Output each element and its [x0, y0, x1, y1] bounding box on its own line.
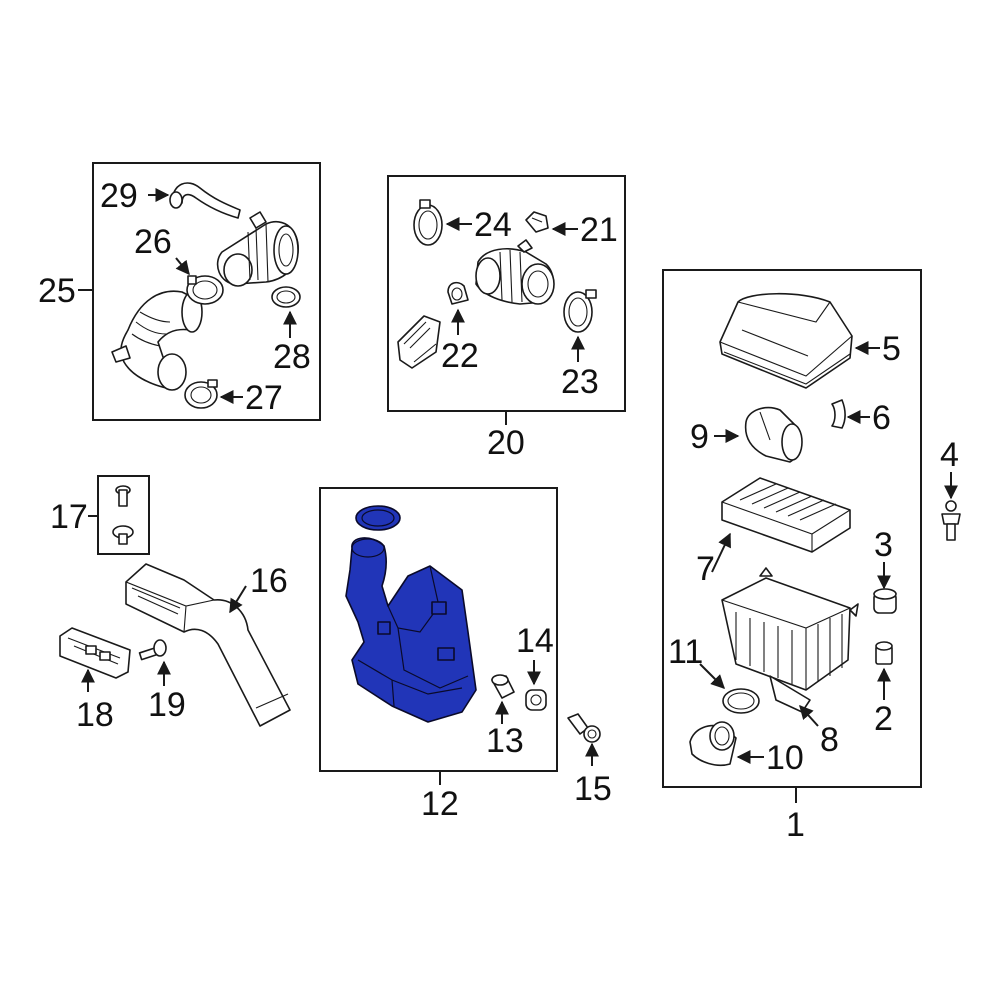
callout-9[interactable]: 9 — [690, 418, 709, 456]
part-17-bolt[interactable] — [115, 485, 131, 507]
part-27-clamp[interactable] — [184, 379, 218, 409]
part-21-clip[interactable] — [525, 211, 549, 233]
part-19-bolt[interactable] — [138, 639, 167, 661]
part-20-throttle-duct[interactable] — [475, 239, 555, 305]
callout-23[interactable]: 23 — [561, 363, 599, 401]
callout-14[interactable]: 14 — [516, 622, 554, 660]
part-4-push-clip[interactable] — [941, 500, 961, 541]
group-box-25 — [92, 162, 321, 421]
callout-7[interactable]: 7 — [696, 550, 715, 588]
callout-15[interactable]: 15 — [574, 770, 612, 808]
callout-8[interactable]: 8 — [820, 721, 839, 759]
part-22-gasket[interactable] — [447, 281, 469, 305]
callout-22[interactable]: 22 — [441, 337, 479, 375]
part-18-bracket[interactable] — [59, 627, 131, 679]
part-25-resonator[interactable] — [216, 211, 299, 287]
callout-20[interactable]: 20 — [487, 424, 525, 462]
callout-2[interactable]: 2 — [874, 700, 893, 738]
part-8-air-cleaner-case[interactable] — [721, 567, 859, 713]
part-14-mount[interactable] — [525, 689, 547, 711]
part-6-clip[interactable] — [831, 399, 846, 429]
callout-29[interactable]: 29 — [100, 177, 138, 215]
callout-1[interactable]: 1 — [786, 806, 805, 844]
callout-26[interactable]: 26 — [134, 223, 172, 261]
part-10-inlet-duct[interactable] — [689, 721, 737, 767]
part-9-airflow-sensor[interactable] — [744, 406, 803, 463]
callout-16[interactable]: 16 — [250, 562, 288, 600]
callout-10[interactable]: 10 — [766, 739, 804, 777]
callout-6[interactable]: 6 — [872, 399, 891, 437]
part-13-grommet[interactable] — [491, 674, 515, 699]
callout-25[interactable]: 25 — [38, 272, 76, 310]
callout-21[interactable]: 21 — [580, 211, 618, 249]
callout-3[interactable]: 3 — [874, 526, 893, 564]
callout-17[interactable]: 17 — [50, 498, 88, 536]
callout-19[interactable]: 19 — [148, 686, 186, 724]
part-24-clamp[interactable] — [413, 199, 443, 246]
part-15-push-pin[interactable] — [567, 713, 601, 743]
part-7-filter-element[interactable] — [721, 477, 851, 553]
part-12-resonator-cap[interactable] — [355, 505, 401, 531]
callout-11[interactable]: 11 — [668, 633, 703, 671]
callout-4[interactable]: 4 — [940, 436, 959, 474]
part-16-air-intake-duct[interactable] — [125, 563, 291, 727]
part-23-clamp[interactable] — [563, 289, 597, 333]
part-25-bellows-duct[interactable] — [111, 290, 203, 391]
callout-24[interactable]: 24 — [474, 206, 512, 244]
callout-5[interactable]: 5 — [882, 330, 901, 368]
part-26-clamp[interactable] — [186, 275, 224, 305]
callout-13[interactable]: 13 — [486, 722, 524, 760]
part-3-mount[interactable] — [873, 588, 897, 614]
part-29-hose[interactable] — [169, 182, 241, 219]
callout-18[interactable]: 18 — [76, 696, 114, 734]
group-box-12 — [319, 487, 558, 772]
group-box-1 — [662, 269, 922, 788]
part-28-clamp[interactable] — [271, 286, 301, 308]
callout-12[interactable]: 12 — [421, 785, 459, 823]
part-17-clip[interactable] — [112, 525, 134, 545]
part-12-resonator[interactable] — [345, 537, 477, 723]
part-20-adapter[interactable] — [397, 315, 441, 369]
part-11-seal-ring[interactable] — [722, 688, 760, 714]
callout-28[interactable]: 28 — [273, 338, 311, 376]
part-5-air-cleaner-cover[interactable] — [719, 292, 853, 389]
part-2-bushing[interactable] — [875, 641, 893, 665]
callout-27[interactable]: 27 — [245, 379, 283, 417]
